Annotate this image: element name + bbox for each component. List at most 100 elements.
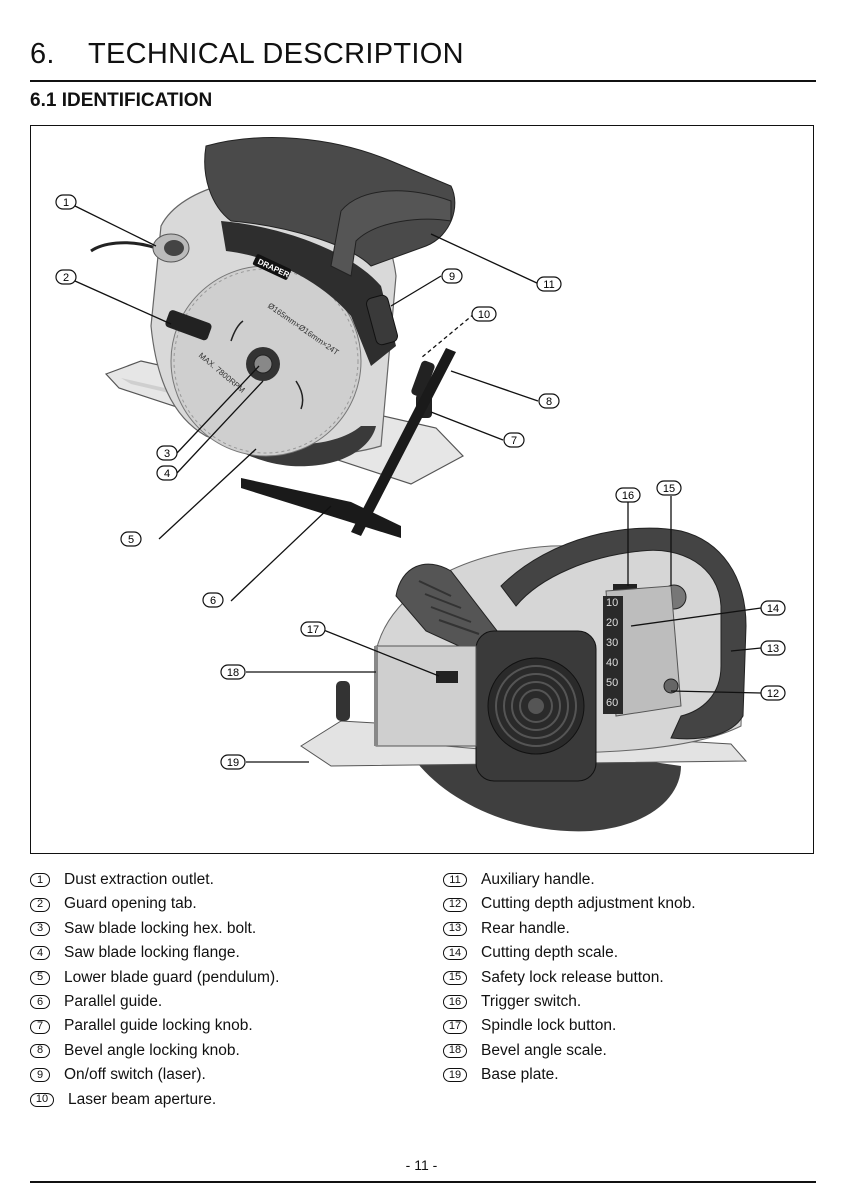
legend-text: Auxiliary handle. xyxy=(481,871,595,888)
legend-text: Guard opening tab. xyxy=(64,895,197,913)
depth-adjust-knob xyxy=(663,678,679,694)
legend-number: 13 xyxy=(443,921,467,936)
legend-text: Bevel angle locking knob. xyxy=(64,1041,240,1059)
legend-text: Rear handle. xyxy=(481,919,570,937)
legend-number: 6 xyxy=(30,995,50,1010)
legend-number: 19 xyxy=(443,1068,467,1083)
legend-number: 12 xyxy=(443,897,467,912)
callout-15: 15 xyxy=(656,480,682,496)
callout-4: 4 xyxy=(156,465,178,481)
rotation-arrow-left xyxy=(230,320,244,342)
legend-number: 7 xyxy=(30,1019,50,1034)
subsection-title: 6.1 IDENTIFICATION xyxy=(30,90,213,111)
legend-text: Safety lock release button. xyxy=(481,968,664,986)
callout-9: 9 xyxy=(441,268,463,284)
legend-item: 11 Auxiliary handle. xyxy=(443,868,696,892)
legend-number: 4 xyxy=(30,946,50,961)
legend-left: 1 Dust extraction outlet. 2 Guard opening … xyxy=(30,868,279,1112)
legend-item: 8 Bevel angle locking knob. xyxy=(30,1039,279,1063)
top-saw: Ø165mm×Ø16mm×24T MAX. 7800RPM DRAPER xyxy=(90,137,464,538)
callout-17: 17 xyxy=(300,621,326,637)
svg-text:2: 2 xyxy=(63,272,69,284)
motor-vent-center xyxy=(528,698,544,714)
svg-text:4: 4 xyxy=(164,468,170,480)
legend-number: 1 xyxy=(30,873,50,888)
callout-5: 5 xyxy=(120,531,142,547)
svg-text:9: 9 xyxy=(449,271,455,283)
legend-item: 13 Rear handle. xyxy=(443,917,696,941)
rear-handle-shape xyxy=(500,527,747,740)
legend-item: 2 Guard opening tab. xyxy=(30,892,279,916)
legend-number: 15 xyxy=(443,970,467,985)
auxiliary-handle-shape xyxy=(330,190,452,277)
legend-text: Trigger switch. xyxy=(481,992,582,1010)
legend-item: 15 Safety lock release button. xyxy=(443,966,696,990)
svg-text:19: 19 xyxy=(227,757,239,769)
aux-handle-ridges xyxy=(418,580,480,635)
legend-number: 17 xyxy=(443,1019,467,1034)
legend-number: 11 xyxy=(443,873,467,888)
svg-text:7: 7 xyxy=(511,435,517,447)
rotation-arrow-right xyxy=(295,380,304,410)
svg-text:13: 13 xyxy=(767,643,779,655)
legend-text: Dust extraction outlet. xyxy=(64,871,214,888)
bevel-angle-knob xyxy=(411,360,435,398)
svg-text:11: 11 xyxy=(543,279,554,291)
svg-text:15: 15 xyxy=(663,483,675,495)
page-number: - 11 - xyxy=(405,1157,438,1173)
section-title-text: TECHNICAL DESCRIPTION xyxy=(88,38,464,70)
spindle-lock-button xyxy=(436,671,458,683)
legend-text: Cutting depth scale. xyxy=(481,944,619,962)
motor-housing xyxy=(204,137,456,267)
svg-text:8: 8 xyxy=(546,396,552,408)
legend-number: 8 xyxy=(30,1043,50,1058)
callout-12: 12 xyxy=(760,685,786,701)
depth-mark-40: 40 xyxy=(606,657,618,669)
depth-mark-50: 50 xyxy=(606,677,618,689)
rear-bevel-knob xyxy=(336,681,350,721)
callout-14: 14 xyxy=(760,600,786,616)
callout-lines xyxy=(74,205,762,763)
legend-item: 7 Parallel guide locking knob. xyxy=(30,1014,279,1038)
legend-item: 14 Cutting depth scale. xyxy=(443,941,696,965)
svg-text:12: 12 xyxy=(767,688,779,700)
legend-number: 9 xyxy=(30,1068,50,1083)
depth-scale-strip xyxy=(603,596,623,714)
callout-8: 8 xyxy=(538,393,560,409)
svg-text:17: 17 xyxy=(307,624,319,636)
svg-text:16: 16 xyxy=(622,490,634,502)
legend-text: Laser beam aperture. xyxy=(68,1090,217,1108)
legend-text: Lower blade guard (pendulum). xyxy=(64,968,280,986)
section-number: 6. xyxy=(30,38,55,70)
blade-hex-bolt xyxy=(253,354,273,374)
legend-number: 14 xyxy=(443,946,467,961)
callout-19: 19 xyxy=(220,754,246,770)
legend-item: 5 Lower blade guard (pendulum). xyxy=(30,966,279,990)
depth-mark-30: 30 xyxy=(606,637,618,649)
title-rule xyxy=(30,80,816,82)
legend-number: 2 xyxy=(30,897,50,912)
depth-mark-60: 60 xyxy=(606,697,618,709)
section-title: 6. TECHNICAL DESCRIPTION xyxy=(30,38,464,71)
depth-mark-10: 10 xyxy=(606,597,618,609)
legend-item: 19 Base plate. xyxy=(443,1063,696,1087)
callout-10: 10 xyxy=(471,306,497,322)
legend-text: Parallel guide locking knob. xyxy=(64,1017,253,1035)
legend-text: Spindle lock button. xyxy=(481,1017,617,1035)
svg-text:5: 5 xyxy=(128,534,134,546)
svg-text:14: 14 xyxy=(767,603,779,615)
legend-text: Saw blade locking flange. xyxy=(64,944,240,962)
laser-switch xyxy=(366,294,398,346)
legend-text: Base plate. xyxy=(481,1066,559,1084)
legend-number: 3 xyxy=(30,921,50,936)
circular-saw-illustration: Ø165mm×Ø16mm×24T MAX. 7800RPM DRAPER xyxy=(55,137,786,832)
legend-text: Bevel angle scale. xyxy=(481,1041,607,1059)
legend-number: 5 xyxy=(30,970,50,985)
callout-13: 13 xyxy=(760,640,786,656)
